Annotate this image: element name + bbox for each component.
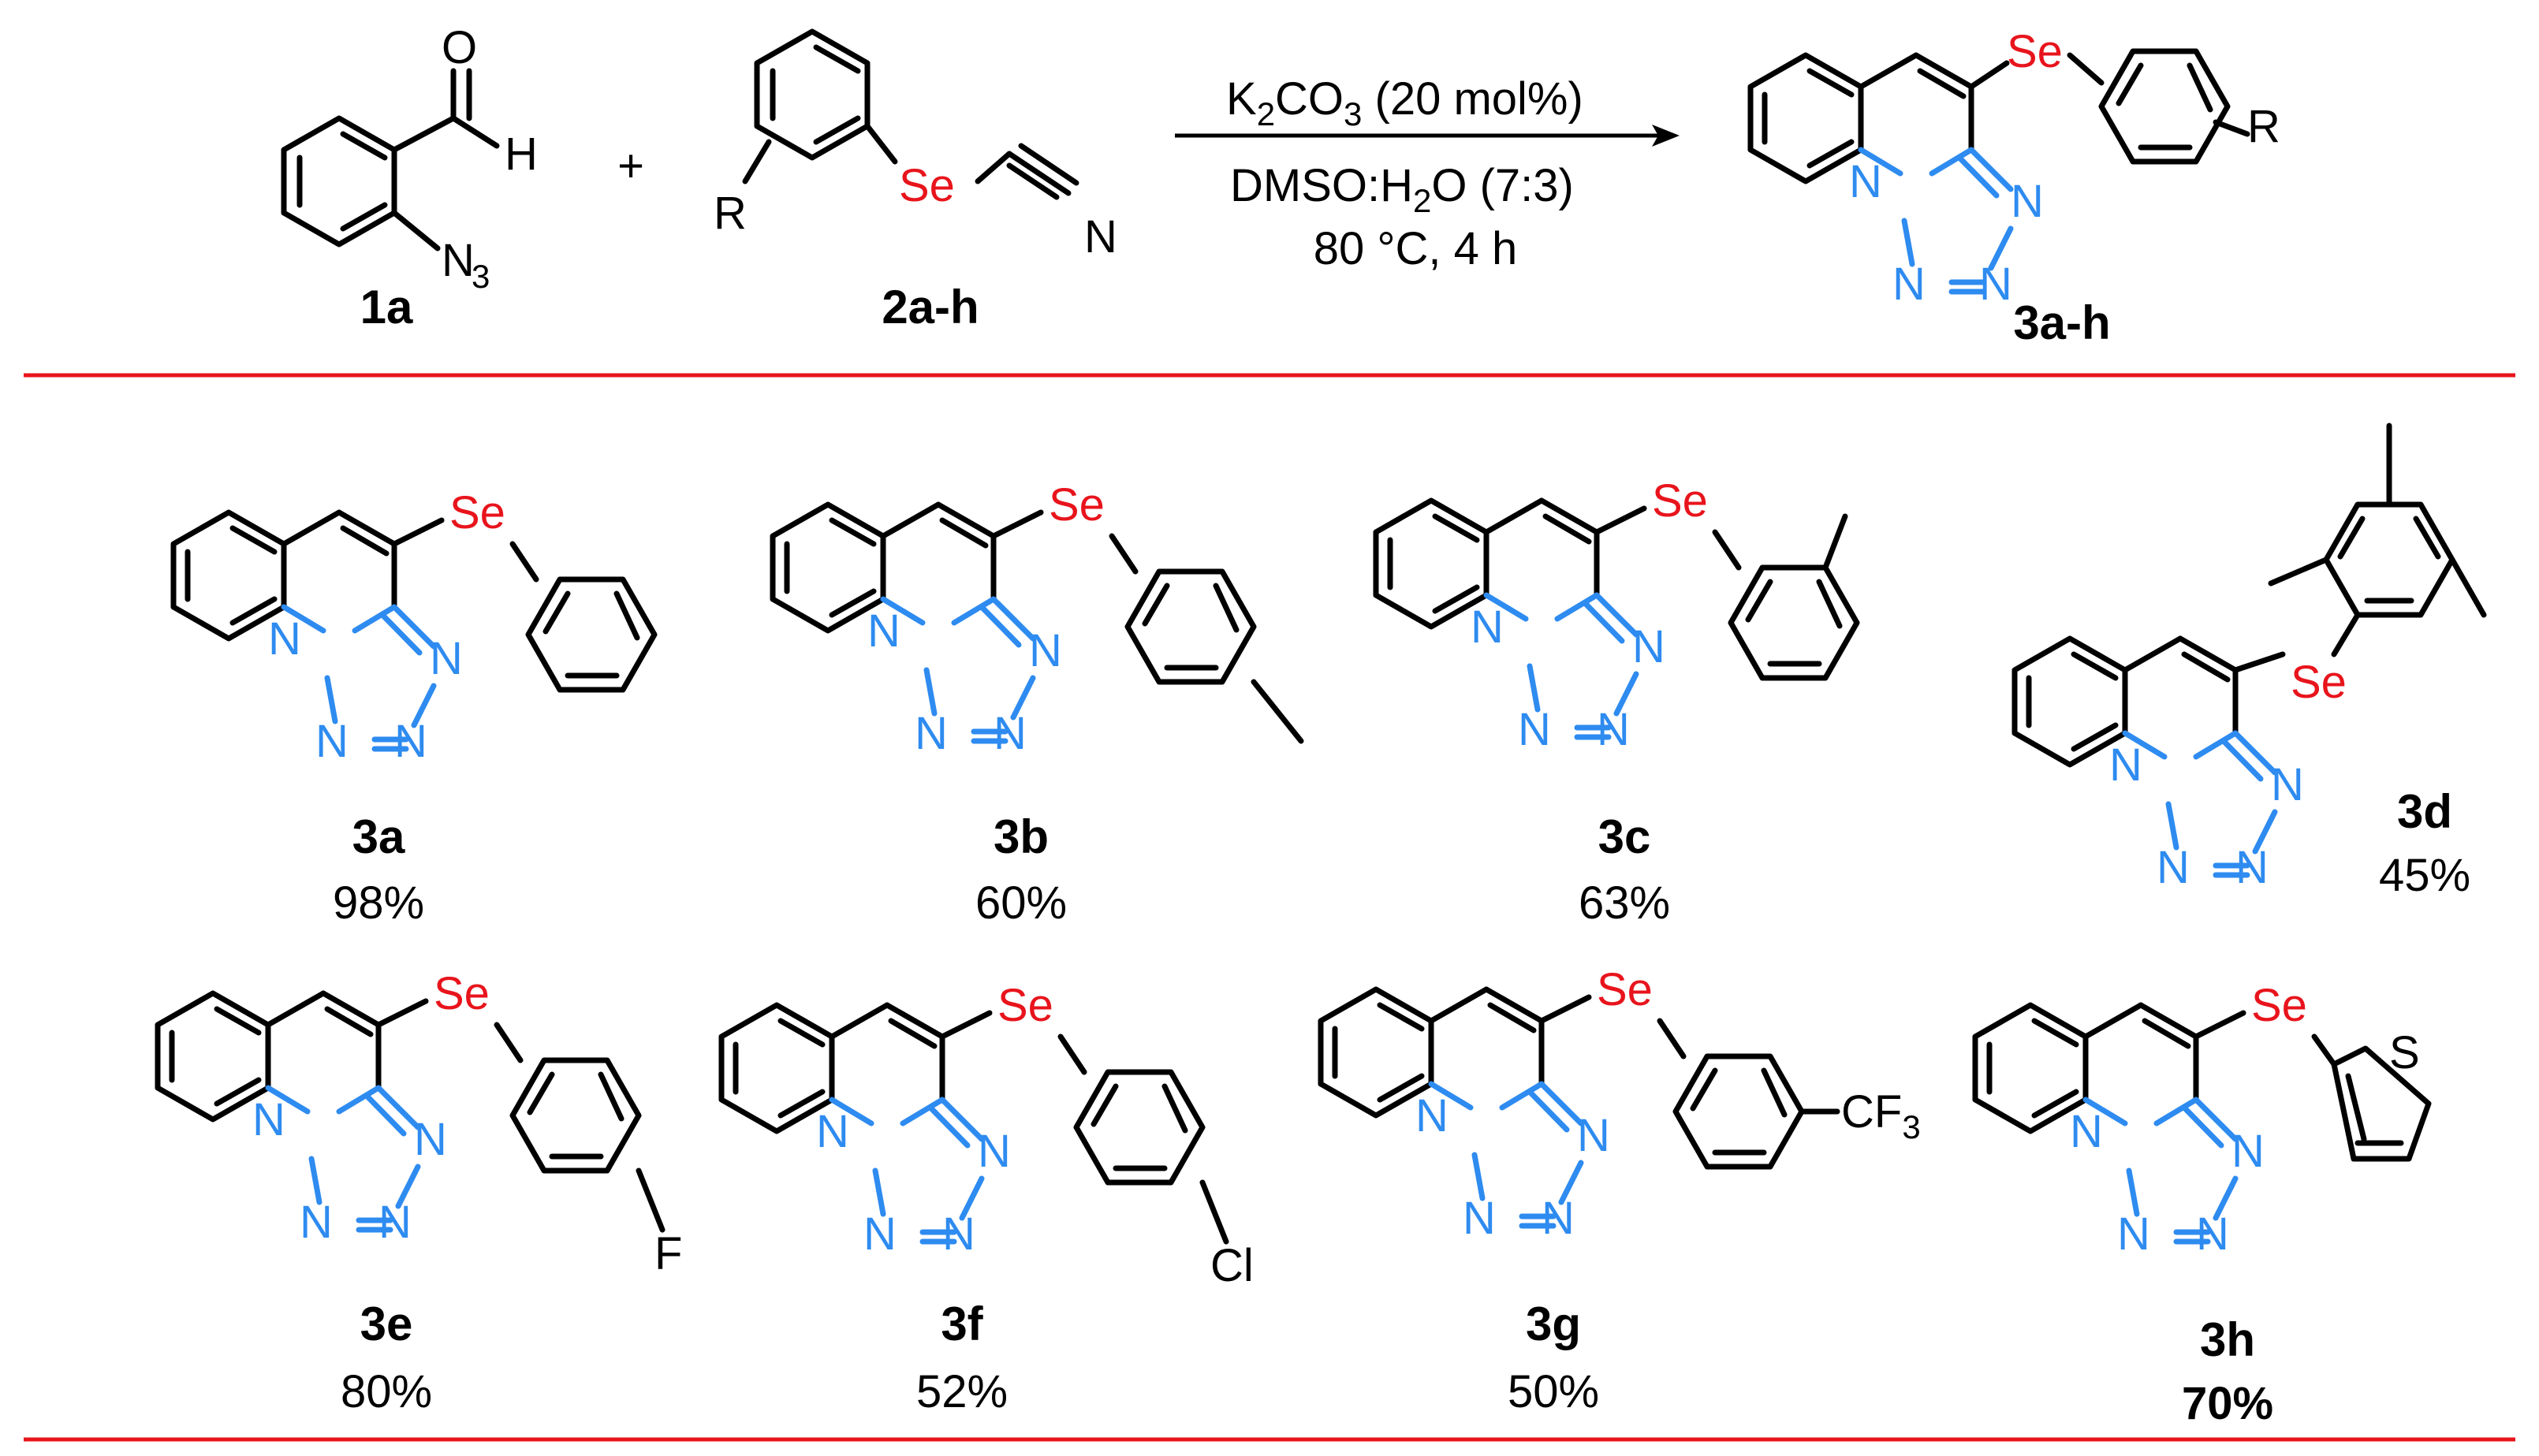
product-tz-n3: N xyxy=(1892,259,1926,310)
1a-azide-n: N xyxy=(442,235,475,286)
3a-n2: N xyxy=(430,633,463,684)
3b-selenium: Se xyxy=(1049,479,1105,531)
product-3b: Se N N N N 3b 60% xyxy=(773,479,1304,929)
3g-n3: N xyxy=(1463,1193,1496,1244)
3a-selenium: Se xyxy=(449,487,505,538)
3e-n2: N xyxy=(414,1114,447,1165)
3h-n2: N xyxy=(2231,1126,2265,1177)
3d-n3: N xyxy=(2157,842,2190,893)
3a-yield: 98% xyxy=(333,877,424,929)
3g-n4: N xyxy=(1542,1193,1575,1244)
3g-yield: 50% xyxy=(1508,1366,1599,1417)
3c-n4: N xyxy=(1597,704,1630,755)
3b-n4: N xyxy=(994,708,1027,759)
3d-n4: N xyxy=(2235,842,2269,893)
3c-n2: N xyxy=(1632,621,1665,672)
reagent-1a: O H N 3 1a xyxy=(281,22,538,333)
3g-cf3: CF3 xyxy=(1841,1086,1921,1145)
3f-n1: N xyxy=(816,1106,849,1157)
3a-n3: N xyxy=(315,716,349,767)
product-selenium: Se xyxy=(2007,26,2063,77)
1a-azide-subscript: 3 xyxy=(472,258,490,295)
3h-selenium: Se xyxy=(2251,980,2307,1031)
3h-yield: 70% xyxy=(2182,1378,2273,1429)
3f-n2: N xyxy=(978,1126,1011,1177)
reaction-arrow-head xyxy=(1652,125,1680,147)
1a-oxygen: O xyxy=(442,22,477,73)
label-1a: 1a xyxy=(360,281,413,333)
product-3g: Se CF3 N N N N 3g 50% xyxy=(1321,964,1921,1417)
3e-fluorine: F xyxy=(654,1228,682,1279)
product-tz-n1: N xyxy=(1849,156,1882,207)
3h-n4: N xyxy=(2196,1208,2229,1260)
label-3a-h: 3a-h xyxy=(2013,296,2110,349)
label-2a-h: 2a-h xyxy=(882,281,979,333)
3d-selenium: Se xyxy=(2291,657,2347,708)
3f-n3: N xyxy=(863,1208,897,1260)
2-r-group: R xyxy=(714,188,747,239)
3a-label: 3a xyxy=(352,810,405,863)
reagent-2: R Se N 2a-h xyxy=(714,28,1117,333)
product-tz-n2: N xyxy=(2011,176,2044,227)
3d-label: 3d xyxy=(2397,785,2452,838)
3c-yield: 63% xyxy=(1579,877,1670,929)
3e-label: 3e xyxy=(360,1298,413,1350)
3d-n1: N xyxy=(2109,739,2142,791)
conditions-line-3: 80 °C, 4 h xyxy=(1314,223,1518,274)
3b-yield: 60% xyxy=(975,877,1067,929)
conditions-line-2: DMSO:H2O (7:3) xyxy=(1230,160,1574,219)
3b-n2: N xyxy=(1029,625,1062,676)
product-3e: Se F N N N N 3e 80% xyxy=(158,968,682,1417)
product-3d: Se N N N N 3d 45% xyxy=(2015,423,2487,901)
3c-n1: N xyxy=(1471,601,1504,653)
product-3c: Se N N N N 3c 63% xyxy=(1376,475,1857,929)
3f-label: 3f xyxy=(941,1298,983,1350)
3g-selenium: Se xyxy=(1597,964,1653,1015)
3a-n1: N xyxy=(268,613,301,665)
3a-n4: N xyxy=(394,716,427,767)
1a-hydrogen: H xyxy=(505,128,538,180)
3d-yield: 45% xyxy=(2379,850,2470,901)
3b-n3: N xyxy=(915,708,948,759)
3f-selenium: Se xyxy=(997,980,1053,1031)
3c-label: 3c xyxy=(1598,810,1651,863)
3e-yield: 80% xyxy=(341,1366,432,1417)
3b-n1: N xyxy=(867,605,900,657)
reaction-conditions: K2CO3 (20 mol%) DMSO:H2O (7:3) 80 °C, 4 … xyxy=(1175,73,1680,274)
3e-n4: N xyxy=(378,1197,412,1248)
conditions-line-1: K2CO3 (20 mol%) xyxy=(1226,73,1583,132)
product-3a-h: Se R N N N N 3a-h xyxy=(1750,26,2280,349)
3f-n4: N xyxy=(942,1208,975,1260)
3e-n3: N xyxy=(300,1197,333,1248)
plus-sign: + xyxy=(617,140,644,192)
3e-n1: N xyxy=(252,1094,285,1145)
product-3a: Se N N N N 3a 98% xyxy=(173,487,654,929)
3e-selenium: Se xyxy=(434,968,490,1019)
2-selenium: Se xyxy=(899,160,955,211)
3h-label: 3h xyxy=(2200,1313,2255,1366)
3h-sulfur: S xyxy=(2389,1027,2420,1078)
3d-n2: N xyxy=(2271,759,2304,810)
3f-chlorine: Cl xyxy=(1210,1240,1254,1291)
product-3h: Se S N N N N 3h 70% xyxy=(1975,980,2432,1429)
2-nitrile-n: N xyxy=(1084,211,1117,263)
3g-label: 3g xyxy=(1526,1298,1581,1350)
3c-n3: N xyxy=(1518,704,1551,755)
product-3f: Se Cl N N N N 3f 52% xyxy=(721,980,1254,1417)
3f-yield: 52% xyxy=(916,1366,1008,1417)
3g-n2: N xyxy=(1577,1110,1610,1161)
3h-n1: N xyxy=(2070,1106,2103,1157)
3c-selenium: Se xyxy=(1652,475,1708,527)
3g-n1: N xyxy=(1415,1090,1448,1141)
3h-n3: N xyxy=(2117,1208,2150,1260)
product-tz-n4: N xyxy=(1979,259,2012,310)
product-r-group: R xyxy=(2247,101,2280,152)
3b-label: 3b xyxy=(994,810,1049,863)
